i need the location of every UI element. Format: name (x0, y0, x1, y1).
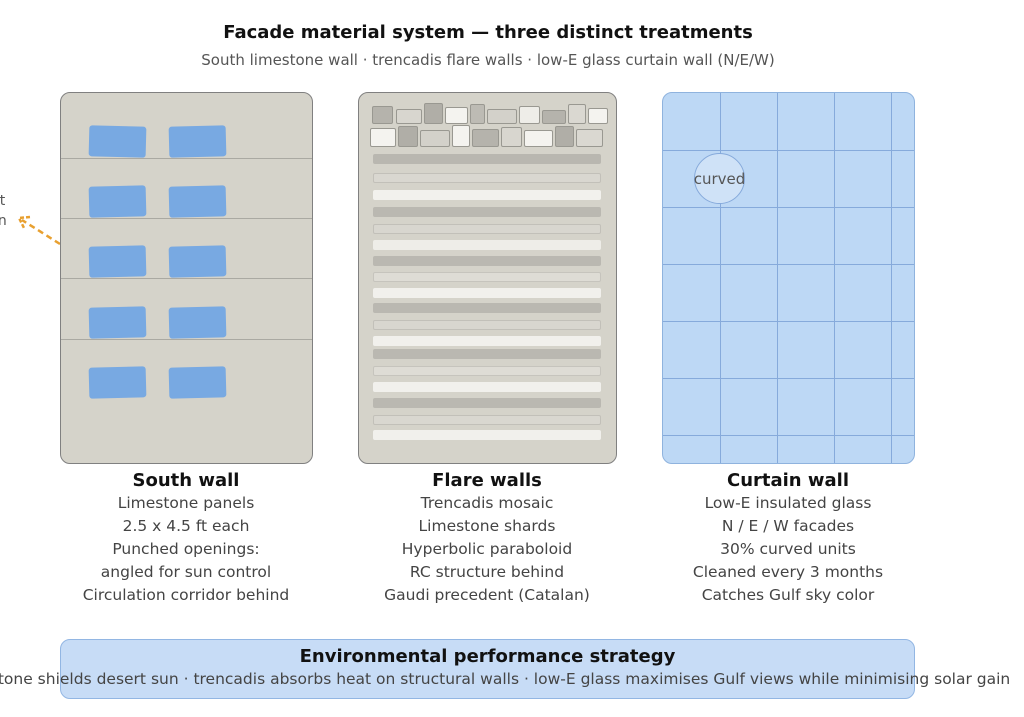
caption-line: N / E / W facades (721, 517, 855, 535)
mosaic-tile (398, 126, 418, 147)
mosaic-tile (519, 106, 540, 124)
mosaic-tile (501, 127, 522, 147)
mosaic-strip (373, 303, 601, 313)
mosaic-strip (373, 320, 601, 330)
transom-line (663, 150, 914, 151)
strategy-box (60, 639, 915, 699)
transom-line (663, 264, 914, 265)
curtain-wall-panel: curved (662, 92, 915, 464)
mosaic-tile (424, 103, 443, 124)
transom-line (663, 207, 914, 208)
caption-line: Trencadis mosaic (420, 494, 554, 512)
caption-line: Cleaned every 3 months (692, 563, 884, 581)
mosaic-tile (487, 109, 517, 124)
mosaic-tile (576, 129, 603, 147)
south-wall-caption: South wall Limestone panels 2.5 x 4.5 ft… (36, 470, 336, 607)
caption-line: 30% curved units (720, 540, 856, 558)
mullion-line (834, 93, 835, 463)
mullion-line (720, 93, 721, 463)
mosaic-tile (542, 110, 566, 124)
diagram-title: Facade material system — three distinct … (223, 22, 753, 43)
mosaic-tile (588, 108, 608, 124)
caption-line: Circulation corridor behind (82, 586, 290, 604)
mosaic-tile (420, 130, 450, 147)
south-wall-heading: South wall (132, 470, 240, 491)
mosaic-strip (373, 207, 601, 217)
mosaic-strip (373, 224, 601, 234)
mosaic-tile (445, 107, 468, 124)
mosaic-strip (373, 349, 601, 359)
mosaic-tile (470, 104, 485, 124)
curved-unit-badge: curved (694, 153, 745, 204)
partial-label-line-1: rt (0, 193, 6, 209)
stone-course-line (61, 158, 312, 159)
window-opening (168, 306, 227, 339)
window-opening (88, 125, 147, 158)
curtain-wall-heading: Curtain wall (726, 470, 850, 491)
mosaic-strip (373, 173, 601, 183)
caption-line: angled for sun control (100, 563, 272, 581)
mullion-line (891, 93, 892, 463)
mosaic-tile (472, 129, 499, 147)
window-opening (168, 366, 227, 399)
mosaic-strip (373, 272, 601, 282)
caption-line: Limestone panels (117, 494, 255, 512)
mosaic-strip (373, 398, 601, 408)
transom-line (663, 321, 914, 322)
mosaic-strip (373, 288, 601, 298)
sun-arrow-icon (17, 215, 61, 246)
window-opening (168, 245, 227, 278)
window-opening (168, 185, 227, 218)
caption-line: Limestone shards (418, 517, 556, 535)
window-opening (88, 306, 147, 339)
mosaic-strip (373, 366, 601, 376)
window-opening (168, 125, 227, 158)
caption-line: Punched openings: (112, 540, 260, 558)
mosaic-strip (373, 256, 601, 266)
stone-course-line (61, 339, 312, 340)
partial-label-line-2: in (0, 213, 7, 229)
curtain-wall-caption: Curtain wall Low-E insulated glass N / E… (638, 470, 938, 607)
caption-line: RC structure behind (409, 563, 565, 581)
caption-line: Gaudi precedent (Catalan) (384, 586, 590, 604)
caption-line: Low-E insulated glass (704, 494, 872, 512)
transom-line (663, 435, 914, 436)
caption-line: 2.5 x 4.5 ft each (122, 517, 250, 535)
mosaic-strip (373, 154, 601, 164)
mosaic-strip (373, 190, 601, 200)
transom-line (663, 378, 914, 379)
flare-walls-panel (358, 92, 617, 464)
south-wall-panel (60, 92, 313, 464)
mosaic-tile (568, 104, 586, 124)
diagram-subtitle: South limestone wall · trencadis flare w… (201, 51, 775, 69)
mosaic-strip (373, 240, 601, 250)
window-opening (88, 185, 147, 218)
mosaic-strip (373, 415, 601, 425)
mosaic-tile (396, 109, 422, 124)
mosaic-tile (524, 130, 553, 147)
window-opening (88, 366, 147, 399)
strategy-title: Environmental performance strategy (299, 646, 676, 667)
mosaic-tile (555, 126, 574, 147)
mosaic-strip (373, 430, 601, 440)
mosaic-tile (372, 106, 393, 124)
stone-course-line (61, 278, 312, 279)
caption-line: Catches Gulf sky color (701, 586, 875, 604)
mosaic-strip (373, 336, 601, 346)
flare-walls-caption: Flare walls Trencadis mosaic Limestone s… (337, 470, 637, 607)
stone-course-line (61, 218, 312, 219)
strategy-text: Stone shields desert sun · trencadis abs… (0, 670, 1011, 688)
flare-walls-heading: Flare walls (432, 470, 542, 491)
mosaic-tile (452, 125, 470, 147)
window-opening (88, 245, 147, 278)
mullion-line (777, 93, 778, 463)
caption-line: Hyperbolic paraboloid (401, 540, 573, 558)
mosaic-strip (373, 382, 601, 392)
mosaic-tile (370, 128, 396, 147)
